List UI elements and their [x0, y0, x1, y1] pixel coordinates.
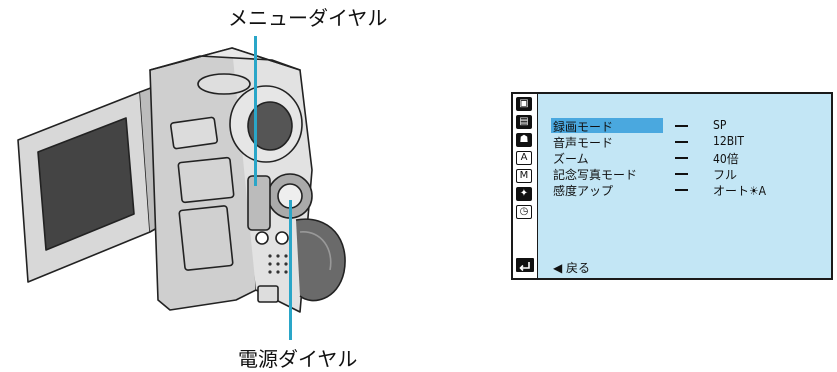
- separator-dash: [675, 141, 688, 143]
- menu-row-label: 記念写真モード: [553, 168, 638, 182]
- lcd-menu-screen: ▣ ▤ ☗ A M ✦ ◷ 録画モード SP 音声モード 12BIT ズーム 4…: [511, 92, 833, 280]
- video-setup-icon[interactable]: ▤: [516, 115, 532, 129]
- back-label[interactable]: ◀ 戻る: [553, 261, 591, 275]
- power-dial-leader-line: [289, 200, 292, 340]
- menu-row-label: ズーム: [553, 152, 589, 166]
- menu-row-value: 12BIT: [713, 134, 744, 148]
- selection-highlight: [551, 118, 663, 133]
- menu-row-label: 感度アップ: [553, 184, 614, 198]
- manual-icon[interactable]: M: [516, 169, 532, 183]
- menu-row-value: フル: [713, 168, 738, 182]
- menu-row-label: 録画モード: [553, 120, 614, 134]
- power-dial-callout: 電源ダイヤル: [238, 347, 358, 371]
- separator-dash: [675, 189, 688, 191]
- menu-row-label: 音声モード: [553, 136, 614, 150]
- return-icon[interactable]: [516, 258, 534, 272]
- menu-row-value: SP: [713, 118, 727, 132]
- menu-dial-callout: メニューダイヤル: [228, 6, 388, 30]
- menu-dial-leader-line: [254, 36, 257, 186]
- menu-row-value: オート☀A: [713, 184, 767, 198]
- clock-icon[interactable]: ◷: [516, 205, 532, 219]
- separator-dash: [675, 157, 688, 159]
- camcorder-illustration: [17, 47, 346, 313]
- camera-setup-icon[interactable]: ▣: [516, 97, 532, 111]
- effect-icon[interactable]: ☗: [516, 133, 532, 147]
- menu-row-value: 40倍: [713, 152, 739, 166]
- menu-icon-column: ▣ ▤ ☗ A M ✦ ◷: [513, 94, 538, 278]
- auto-icon[interactable]: A: [516, 151, 532, 165]
- separator-dash: [675, 173, 688, 175]
- separator-dash: [675, 125, 688, 127]
- self-record-icon[interactable]: ✦: [516, 187, 532, 201]
